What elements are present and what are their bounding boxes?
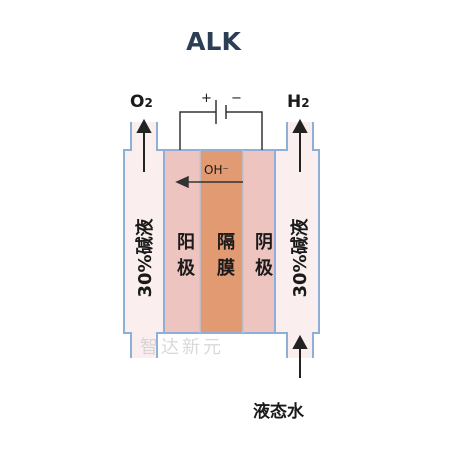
water-inlet-label: 液态水 <box>253 402 304 422</box>
oxygen-label: O2 <box>130 92 153 112</box>
external-circuit <box>179 100 263 150</box>
oxygen-outlet-arrow <box>136 118 152 172</box>
battery-positive: + <box>201 91 212 106</box>
left-electrolyte-chamber <box>124 150 164 333</box>
cathode-label: 阴极 <box>252 232 273 284</box>
hydroxide-ion-label: OH⁻ <box>204 163 229 177</box>
diagram-title: ALK <box>186 27 241 56</box>
hydroxide-flow-arrow <box>175 175 243 189</box>
anode-label: 阳极 <box>174 232 195 284</box>
left-electrolyte-label: 30%碱液 <box>135 218 156 298</box>
watermark: 智达新元 <box>140 337 224 358</box>
right-electrolyte-label: 30%碱液 <box>290 218 311 298</box>
hydrogen-label: H2 <box>287 92 310 112</box>
water-inlet-arrow <box>292 334 308 378</box>
membrane-label: 隔膜 <box>214 232 235 284</box>
membrane <box>200 150 243 333</box>
cathode-plate <box>243 150 275 333</box>
hydrogen-outlet-arrow <box>292 118 308 172</box>
left-chamber-outline <box>123 122 132 358</box>
right-chamber-outline <box>274 122 288 358</box>
battery-negative: − <box>231 91 242 106</box>
right-electrolyte-chamber <box>275 150 319 333</box>
